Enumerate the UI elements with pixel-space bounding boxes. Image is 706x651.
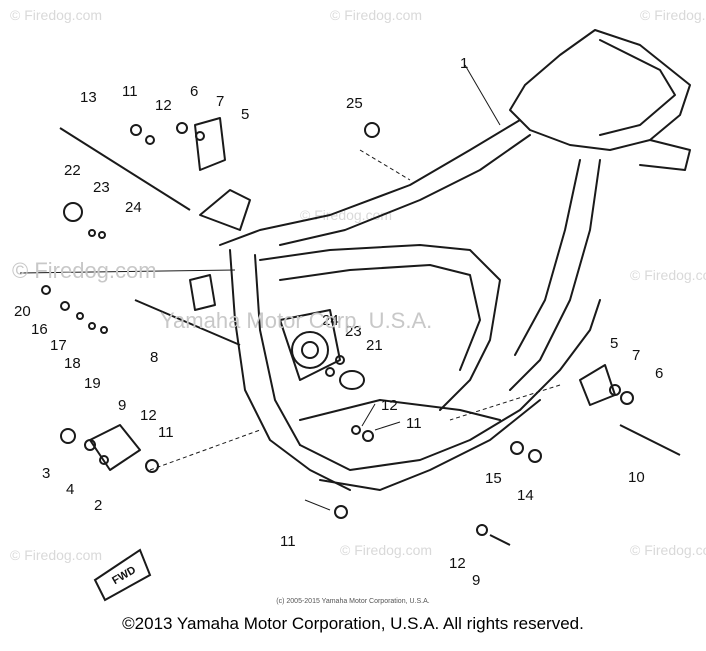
callout-21: 21 [366,337,383,354]
callout-19: 19 [84,375,101,392]
callout-12-left: 12 [140,407,157,424]
callout-9-bottom: 9 [472,572,480,589]
callout-12-center: 12 [381,397,398,414]
watermark: © Firedog.com [630,542,706,558]
watermark: © Firedog.com [300,207,392,223]
callout-18: 18 [64,355,81,372]
callout-23-center: 23 [345,323,362,340]
watermark-layer: © Firedog.com © Firedog.com © Firedog.co… [10,7,706,563]
callout-12-upper: 12 [155,97,172,114]
callout-9-left: 9 [118,397,126,414]
callout-11-bottom: 11 [280,533,296,550]
callout-3: 3 [42,465,50,482]
callout-24-upper: 24 [125,199,142,216]
watermark: © Firedog.com [340,542,432,558]
callout-4: 4 [66,481,74,498]
callout-7-upper: 7 [216,93,224,110]
callout-23-upper: 23 [93,179,110,196]
callout-20: 20 [14,303,31,320]
copyright-footer: ©2013 Yamaha Motor Corporation, U.S.A. A… [122,614,584,633]
frame-drawing [89,29,691,491]
watermark: © Firedog.com [10,547,102,563]
callout-25: 25 [346,95,363,112]
watermark: © Firedog.com [10,7,102,23]
callout-numbers: 1 2 3 4 5 5 6 6 7 7 8 9 9 10 11 11 11 11… [14,55,663,589]
callout-17: 17 [50,337,67,354]
callout-11-left: 11 [158,424,174,441]
callout-2: 2 [94,497,102,514]
watermark: © Firedog.com [640,7,706,23]
watermark-brand-large: © Firedog.com [12,258,157,283]
callout-6-lower: 6 [655,365,663,382]
callout-5-upper: 5 [241,106,249,123]
callout-6-upper: 6 [190,83,198,100]
callout-5-lower: 5 [610,335,618,352]
watermark: © Firedog.com [630,267,706,283]
callout-8: 8 [150,349,158,366]
callout-1: 1 [460,55,468,72]
callout-15: 15 [485,470,502,487]
small-copyright: (c) 2005-2015 Yamaha Motor Corporation, … [276,598,430,605]
callout-24-center: 24 [322,312,339,329]
fwd-arrow: FWD [93,548,152,602]
overlay-watermark-layer: © Firedog.com Yamaha Motor Corp. U.S.A. [12,258,432,333]
watermark: © Firedog.com [330,7,422,23]
leader-lines [19,64,561,511]
callout-16: 16 [31,321,48,338]
callout-10: 10 [628,469,645,486]
callout-11-upper: 11 [122,83,138,100]
callout-11-center: 11 [406,415,422,432]
callout-12-bottom: 12 [449,555,466,572]
callout-7-lower: 7 [632,347,640,364]
watermark-yamaha: Yamaha Motor Corp. U.S.A. [160,308,432,333]
fastener-drawing [41,122,681,546]
callout-22: 22 [64,162,81,179]
callout-14: 14 [517,487,534,504]
callout-13: 13 [80,89,97,106]
